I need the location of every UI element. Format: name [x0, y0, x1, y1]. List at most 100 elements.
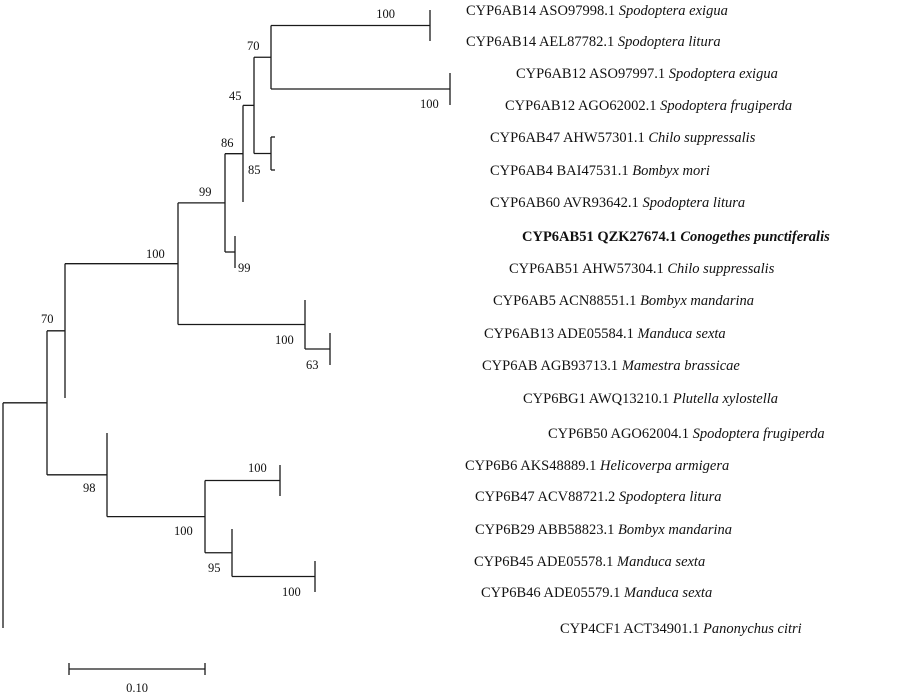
- bootstrap-value: 100: [275, 333, 294, 347]
- leaf-gene: CYP6B45: [474, 554, 536, 570]
- leaf-accession: ACV88721.2: [537, 489, 618, 505]
- leaf-gene: CYP6AB5: [493, 293, 559, 309]
- leaf-species: Mamestra brassicae: [621, 358, 741, 374]
- leaf-gene: CYP6AB: [482, 358, 540, 374]
- bootstrap-value: 86: [221, 136, 234, 150]
- leaf-accession: ASO97998.1: [539, 3, 619, 19]
- leaf-gene: CYP6B46: [481, 585, 543, 601]
- leaf-species: Bombyx mandarina: [640, 293, 754, 309]
- bootstrap-value: 99: [199, 185, 212, 199]
- leaf-species: Plutella xylostella: [672, 391, 778, 407]
- leaf-gene: CYP6AB12: [505, 98, 578, 114]
- leaf-accession: AHW57304.1: [582, 261, 667, 277]
- leaf-gene: CYP6AB13: [484, 326, 557, 342]
- bootstrap-value: 100: [146, 247, 165, 261]
- leaf-accession: BAI47531.1: [556, 163, 632, 179]
- leaf-label: CYP6AB51 AHW57304.1 Chilo suppressalis: [509, 261, 775, 277]
- leaf-label: CYP6AB14 ASO97998.1 Spodoptera exigua: [466, 3, 728, 19]
- leaf-gene: CYP6AB60: [490, 195, 563, 211]
- leaf-gene: CYP6B29: [475, 522, 537, 538]
- bootstrap-value: 70: [41, 312, 54, 326]
- leaf-gene: CYP6B50: [548, 426, 610, 442]
- leaf-label: CYP6AB51 QZK27674.1 Conogethes punctifer…: [522, 229, 830, 245]
- leaf-species: Chilo suppressalis: [667, 261, 774, 277]
- leaf-species: Spodoptera litura: [618, 34, 721, 50]
- leaf-label: CYP6AB5 ACN88551.1 Bombyx mandarina: [493, 293, 754, 309]
- leaf-label: CYP6B46 ADE05579.1 Manduca sexta: [481, 585, 712, 601]
- leaf-label: CYP6AB13 ADE05584.1 Manduca sexta: [484, 326, 726, 342]
- leaf-gene: CYP6AB4: [490, 163, 556, 179]
- leaf-species: Spodoptera litura: [642, 195, 745, 211]
- leaf-gene: CYP6AB47: [490, 130, 563, 146]
- leaf-accession: ASO97997.1: [589, 66, 669, 82]
- leaf-gene: CYP4CF1: [560, 621, 623, 637]
- leaf-species: Helicoverpa armigera: [599, 458, 729, 474]
- leaf-accession: ADE05579.1: [543, 585, 624, 601]
- leaf-label: CYP4CF1 ACT34901.1 Panonychus citri: [560, 621, 802, 637]
- leaf-gene: CYP6B47: [475, 489, 537, 505]
- leaf-species: Panonychus citri: [702, 621, 802, 637]
- leaf-species: Manduca sexta: [616, 554, 705, 570]
- bootstrap-value: 85: [248, 163, 261, 177]
- leaf-label: CYP6AB60 AVR93642.1 Spodoptera litura: [490, 195, 745, 211]
- leaf-species: Manduca sexta: [637, 326, 726, 342]
- bootstrap-value: 100: [248, 461, 267, 475]
- leaf-species: Bombyx mandarina: [618, 522, 732, 538]
- leaf-accession: QZK27674.1: [597, 229, 680, 245]
- leaf-label: CYP6B6 AKS48889.1 Helicoverpa armigera: [465, 458, 729, 474]
- leaf-gene: CYP6B6: [465, 458, 520, 474]
- support-values: 100 100 70 85 45 86 99 99 63 100 100 70 100 100 95 100 9…: [41, 7, 439, 599]
- leaf-label: CYP6AB47 AHW57301.1 Chilo suppressalis: [490, 130, 756, 146]
- leaf-accession: AHW57301.1: [563, 130, 648, 146]
- bootstrap-value: 99: [238, 261, 251, 275]
- leaf-gene: CYP6BG1: [523, 391, 589, 407]
- leaf-accession: AGO62004.1: [610, 426, 692, 442]
- leaf-accession: AVR93642.1: [563, 195, 643, 211]
- leaf-accession: ABB58823.1: [537, 522, 618, 538]
- leaf-label: CYP6AB AGB93713.1 Mamestra brassicae: [482, 358, 740, 374]
- leaf-label: CYP6AB12 AGO62002.1 Spodoptera frugiperd…: [505, 98, 792, 114]
- scale-bar-label: 0.10: [126, 681, 148, 694]
- leaf-gene: CYP6AB51: [509, 261, 582, 277]
- scale-bar: 0.10: [68, 663, 206, 694]
- leaf-label: CYP6B50 AGO62004.1 Spodoptera frugiperda: [548, 426, 825, 442]
- leaf-label: CYP6AB14 AEL87782.1 Spodoptera litura: [466, 34, 721, 50]
- leaf-species: Bombyx mori: [632, 163, 710, 179]
- leaf-gene: CYP6AB51: [522, 229, 597, 245]
- leaf-species: Spodoptera exigua: [619, 3, 728, 19]
- bootstrap-value: 45: [229, 89, 242, 103]
- leaf-species: Spodoptera litura: [619, 489, 722, 505]
- leaf-species: Chilo suppressalis: [648, 130, 755, 146]
- leaf-labels: CYP6AB14 ASO97998.1 Spodoptera exiguaCYP…: [465, 3, 830, 637]
- leaf-species: Manduca sexta: [623, 585, 712, 601]
- leaf-species: Conogethes punctiferalis: [680, 229, 830, 245]
- leaf-accession: ACN88551.1: [559, 293, 640, 309]
- leaf-gene: CYP6AB12: [516, 66, 589, 82]
- bootstrap-value: 100: [420, 97, 439, 111]
- leaf-label: CYP6B45 ADE05578.1 Manduca sexta: [474, 554, 705, 570]
- bootstrap-value: 100: [174, 524, 193, 538]
- bootstrap-value: 98: [83, 481, 96, 495]
- bootstrap-value: 100: [282, 585, 301, 599]
- leaf-accession: AGO62002.1: [578, 98, 660, 114]
- bootstrap-value: 63: [306, 358, 319, 372]
- leaf-accession: AEL87782.1: [539, 34, 618, 50]
- leaf-accession: ADE05584.1: [557, 326, 638, 342]
- leaf-label: CYP6B47 ACV88721.2 Spodoptera litura: [475, 489, 722, 505]
- leaf-accession: ADE05578.1: [536, 554, 617, 570]
- leaf-gene: CYP6AB14: [466, 34, 539, 50]
- leaf-species: Spodoptera exigua: [669, 66, 778, 82]
- leaf-accession: AKS48889.1: [520, 458, 600, 474]
- leaf-accession: AGB93713.1: [540, 358, 621, 374]
- leaf-accession: AWQ13210.1: [589, 391, 673, 407]
- bootstrap-value: 95: [208, 561, 221, 575]
- leaf-species: Spodoptera frugiperda: [660, 98, 792, 114]
- bootstrap-value: 70: [247, 39, 260, 53]
- leaf-label: CYP6BG1 AWQ13210.1 Plutella xylostella: [523, 391, 778, 407]
- tree-branches: [2, 10, 451, 628]
- leaf-label: CYP6AB4 BAI47531.1 Bombyx mori: [490, 163, 710, 179]
- bootstrap-value: 100: [376, 7, 395, 21]
- leaf-label: CYP6AB12 ASO97997.1 Spodoptera exigua: [516, 66, 778, 82]
- leaf-accession: ACT34901.1: [623, 621, 703, 637]
